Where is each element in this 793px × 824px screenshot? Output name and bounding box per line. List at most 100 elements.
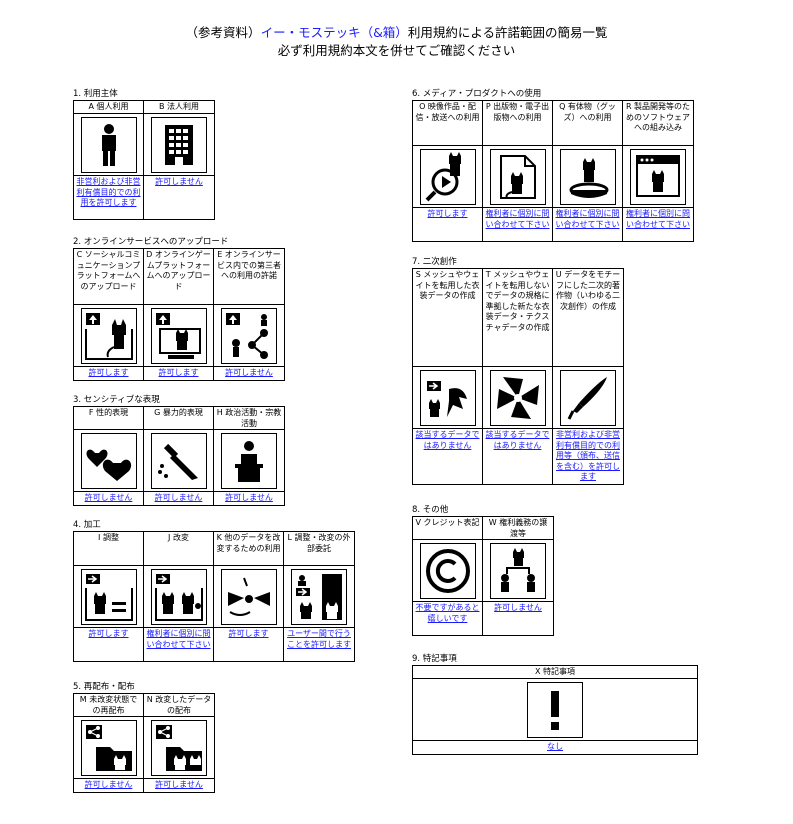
document-cat-icon: [489, 148, 546, 205]
item-b-result[interactable]: 許可しません: [155, 177, 203, 186]
title-prefix: （参考資料）: [185, 25, 261, 40]
item-n-result[interactable]: 許可しません: [155, 780, 203, 789]
share-folder-modified-icon: [151, 719, 207, 776]
item-c-result[interactable]: 許可します: [88, 368, 129, 377]
section-6-title: 6. メディア・プロダクトへの使用: [412, 89, 542, 99]
section-4-title: 4. 加工: [73, 520, 101, 530]
item-i: I 調整 許可します: [74, 532, 144, 661]
section-2-table: C ソーシャルコミュニケーションプラットフォームへのアップロード 許可します D…: [73, 248, 285, 381]
item-t: T メッシュやウェイトを転用しないでデータの規格に準拠した新たな衣装データ・テク…: [483, 269, 553, 484]
item-a-result[interactable]: 非営利および非営利有償目的での利用を許可します: [76, 177, 141, 207]
item-x-label: X 特記事項: [413, 666, 697, 679]
item-d-label: D オンラインゲームプラットフォームへのアップロード: [144, 249, 213, 305]
section-5: 5. 再配布・配布 M 未改変状態での再配布 許可しません N 改変したデータの…: [73, 681, 215, 793]
item-u: U データをモチーフにした二次的著作物（いわゆる二次創作）の作成 非営利および非…: [553, 269, 623, 484]
item-x-result[interactable]: なし: [547, 742, 563, 751]
upload-cat-monitor-icon: [150, 307, 207, 364]
item-r: R 製品開発等のためのソフトウェアへの組み込み 権利者に個別に問い合わせて下さい: [623, 101, 693, 241]
item-v-result[interactable]: 不要ですがあると嬉しいです: [415, 603, 480, 623]
item-u-result[interactable]: 非営利および非営利有償目的での利用等（頒布、送信を含む）を許可します: [556, 430, 620, 481]
item-s-result[interactable]: 該当するデータではありません: [415, 430, 480, 450]
podium-icon: [221, 432, 277, 489]
item-h-result[interactable]: 許可しません: [225, 493, 273, 502]
item-g: G 暴力的表現 許可しません: [144, 407, 214, 505]
section-4-table: I 調整 許可します J 改変 権利者に個別に問い合わせて下さい K 他のデータ…: [73, 531, 355, 662]
item-p: P 出版物・電子出版物への利用 権利者に個別に問い合わせて下さい: [483, 101, 553, 241]
item-j-result[interactable]: 権利者に個別に問い合わせて下さい: [146, 629, 211, 649]
section-6: 6. メディア・プロダクトへの使用 O 映像作品・配信・放送への利用 許可します…: [412, 88, 694, 242]
section-7-table: S メッシュやウェイトを転用した衣装データの作成 該当するデータではありません …: [412, 268, 624, 485]
item-b: B 法人利用 許可しません: [144, 101, 214, 219]
video-cat-icon: [419, 148, 476, 205]
item-f-label: F 性的表現: [74, 407, 143, 430]
item-i-label: I 調整: [74, 532, 143, 566]
item-l-result[interactable]: ユーザー間で行うことを許可します: [287, 629, 351, 649]
share-folder-icon: [80, 719, 137, 776]
item-m-label: M 未改変状態での再配布: [74, 694, 143, 717]
page-title: （参考資料）イー・モステッキ（&箱）利用規約による許諾範囲の簡易一覧: [0, 24, 793, 41]
item-d-result[interactable]: 許可します: [158, 368, 199, 377]
item-e-label: E オンラインサービス内での第三者への利用の許諾: [214, 249, 284, 305]
item-k-label: K 他のデータを改変するための利用: [214, 532, 283, 566]
item-s: S メッシュやウェイトを転用した衣装データの作成 該当するデータではありません: [413, 269, 483, 484]
transfer-icon: [490, 542, 546, 599]
item-w-result[interactable]: 許可しません: [494, 603, 542, 612]
item-q-result[interactable]: 権利者に個別に問い合わせて下さい: [555, 209, 620, 229]
item-r-result[interactable]: 権利者に個別に問い合わせて下さい: [626, 209, 690, 229]
item-k-result[interactable]: 許可します: [228, 629, 269, 638]
section-1-title: 1. 利用主体: [73, 89, 118, 99]
item-t-result[interactable]: 該当するデータではありません: [485, 430, 550, 450]
item-h-label: H 政治活動・宗教活動: [214, 407, 284, 430]
section-7-title: 7. 二次創作: [412, 257, 457, 267]
page-subtitle: 必ず利用規約本文を併せてご確認ください: [277, 43, 516, 58]
item-r-label: R 製品開発等のためのソフトウェアへの組み込み: [623, 101, 693, 146]
item-e-result[interactable]: 許可しません: [225, 368, 273, 377]
item-q-label: Q 有体物（グッズ）への利用: [553, 101, 622, 146]
section-1-table: A 個人利用 非営利および非営利有償目的での利用を許可します B 法人利用 許可…: [73, 100, 215, 220]
pen-icon: [560, 369, 616, 426]
item-s-label: S メッシュやウェイトを転用した衣装データの作成: [413, 269, 482, 367]
item-o-result[interactable]: 許可します: [427, 209, 468, 218]
item-v-label: V クレジット表記: [413, 517, 482, 540]
person-icon: [80, 116, 137, 173]
hearts-icon: [80, 432, 137, 489]
section-9-title: 9. 特記事項: [412, 654, 457, 664]
adjust-icon: [80, 568, 137, 625]
item-l-label: L 調整・改変の外部委託: [284, 532, 354, 566]
item-k: K 他のデータを改変するための利用 許可します: [214, 532, 284, 661]
section-7: 7. 二次創作 S メッシュやウェイトを転用した衣装データの作成 該当するデータ…: [412, 256, 624, 485]
item-h: H 政治活動・宗教活動 許可しません: [214, 407, 284, 505]
title-brand: イー・モステッキ（&箱）: [260, 25, 408, 40]
exclamation-icon: [527, 681, 583, 738]
software-cat-icon: [630, 148, 686, 205]
building-icon: [151, 116, 207, 173]
item-a-label: A 個人利用: [74, 101, 143, 114]
item-t-label: T メッシュやウェイトを転用しないでデータの規格に準拠した新たな衣装データ・テク…: [483, 269, 552, 367]
item-e: E オンラインサービス内での第三者への利用の許諾 許可しません: [214, 249, 284, 380]
item-g-result[interactable]: 許可しません: [154, 493, 203, 502]
item-u-label: U データをモチーフにした二次的著作物（いわゆる二次創作）の作成: [553, 269, 623, 367]
modify-icon: [150, 568, 207, 625]
item-v: V クレジット表記 不要ですがあると嬉しいです: [413, 517, 483, 635]
outsource-icon: [291, 568, 347, 625]
section-1: 1. 利用主体 A 個人利用 非営利および非営利有償目的での利用を許可します B…: [73, 88, 215, 220]
section-6-table: O 映像作品・配信・放送への利用 許可します P 出版物・電子出版物への利用 権…: [412, 100, 694, 242]
item-f-result[interactable]: 許可しません: [84, 493, 133, 502]
item-p-label: P 出版物・電子出版物への利用: [483, 101, 552, 146]
share-people-icon: [221, 307, 277, 364]
section-3: 3. センシティブな表現 F 性的表現 許可しません G 暴力的表現 許可しませ…: [73, 394, 285, 506]
section-4: 4. 加工 I 調整 許可します J 改変 権利者に個別に問い合わせて下さい K…: [73, 519, 355, 662]
item-w: W 権利義務の譲渡等 許可しません: [483, 517, 553, 635]
item-n-label: N 改変したデータの配布: [144, 694, 214, 717]
item-p-result[interactable]: 権利者に個別に問い合わせて下さい: [485, 209, 550, 229]
item-j-label: J 改変: [144, 532, 213, 566]
item-i-result[interactable]: 許可します: [88, 629, 129, 638]
item-w-label: W 権利義務の譲渡等: [483, 517, 553, 540]
item-m-result[interactable]: 許可しません: [84, 780, 133, 789]
section-9: 9. 特記事項 X 特記事項 なし: [412, 653, 698, 755]
item-f: F 性的表現 許可しません: [74, 407, 144, 505]
section-3-table: F 性的表現 許可しません G 暴力的表現 許可しません H 政治活動・宗教活動: [73, 406, 285, 506]
knife-icon: [150, 432, 207, 489]
item-o: O 映像作品・配信・放送への利用 許可します: [413, 101, 483, 241]
section-8: 8. その他 V クレジット表記 不要ですがあると嬉しいです W 権利義務の譲渡…: [412, 504, 554, 636]
